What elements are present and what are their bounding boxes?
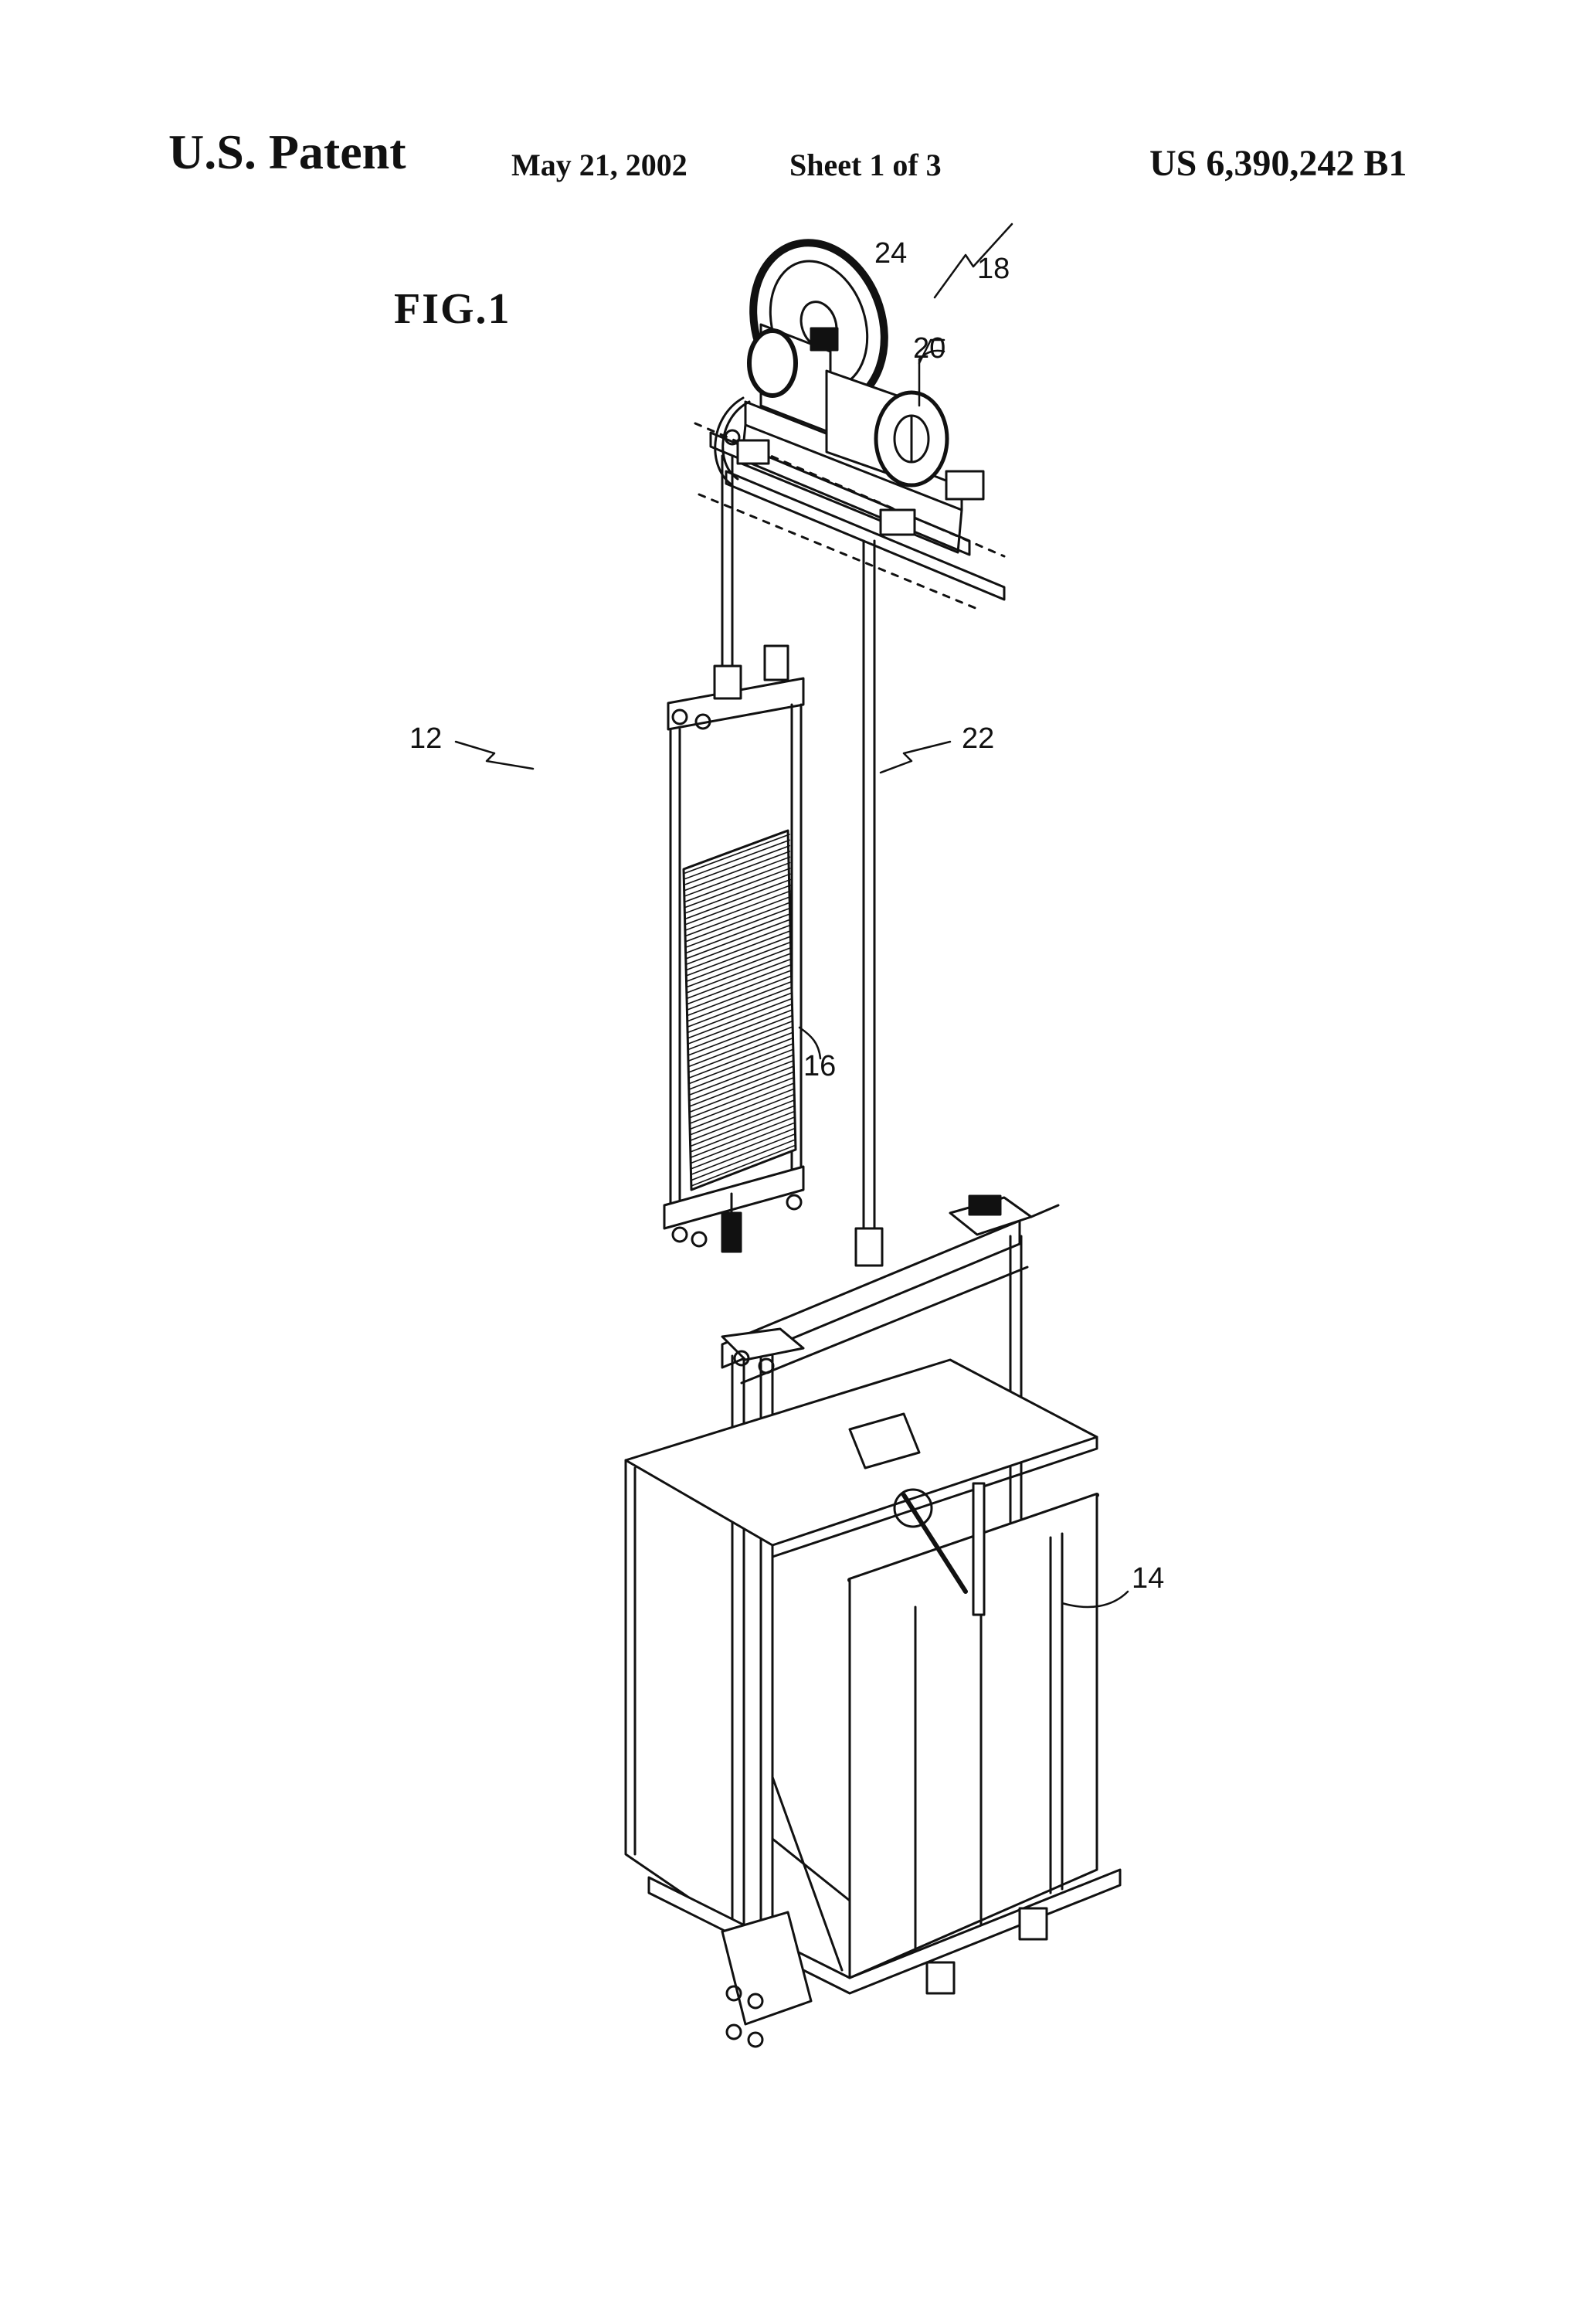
counterweight-plate-line (684, 834, 790, 874)
counterweight-plate-line (688, 1043, 793, 1085)
counterweight-plate-line (690, 1105, 795, 1147)
counterweight-plate-line (690, 1116, 795, 1158)
patent-label: U.S. Patent (168, 124, 406, 179)
counterweight-plate-line (684, 844, 791, 885)
counterweight-plate-line (687, 963, 793, 1005)
counterweight-plate-line (687, 1009, 793, 1051)
sheet-number: Sheet 1 of 3 (789, 148, 942, 182)
patent-date: May 21, 2002 (511, 148, 687, 182)
ref-20: 20 (913, 332, 945, 365)
counterweight-plate-line (691, 1139, 795, 1181)
patent-number: US 6,390,242 B1 (1149, 143, 1407, 184)
figure-title: FIG.1 (394, 285, 511, 333)
leader-lines (454, 223, 1129, 1609)
ref-24: 24 (874, 237, 907, 270)
counterweight-plate-line (688, 1031, 793, 1073)
counterweight-plate-line (685, 885, 791, 926)
counterweight-plate-line (686, 919, 792, 960)
counterweight-plate-line (687, 970, 793, 1011)
counterweight-plate-line (685, 868, 791, 908)
counterweight-plate-line (690, 1133, 795, 1176)
counterweight-plate-line (685, 895, 792, 936)
ref-18: 18 (977, 253, 1010, 285)
counterweight-plate-line (684, 861, 791, 902)
counterweight-plate-line (687, 1021, 793, 1062)
counterweight-plate-line (687, 987, 793, 1028)
counterweight-plate-line (690, 1111, 795, 1153)
counterweight-plate-line (684, 839, 790, 880)
ref-16: 16 (803, 1050, 836, 1082)
counterweight-plate-line (686, 936, 792, 977)
counterweight-plate-line (687, 975, 793, 1016)
counterweight-plate-line (690, 1122, 795, 1164)
counterweight-plate-line (688, 1026, 793, 1068)
counterweight-plate-line (686, 941, 792, 982)
ref-12: 12 (409, 722, 442, 755)
counterweight-plate-line (686, 912, 792, 953)
counterweight-plate-line (687, 1014, 793, 1056)
counterweight-plate-line (685, 878, 791, 919)
counterweight-plate-line (687, 992, 793, 1033)
counterweight-plate-line (689, 1060, 794, 1102)
counterweight-plate-line (687, 1004, 793, 1045)
counterweight-plate-line (688, 1054, 794, 1096)
counterweight-plate-line (687, 953, 793, 994)
counterweight-plate-line (688, 1048, 793, 1090)
counterweight-plate-line (687, 946, 792, 988)
counterweight-plate-line (687, 980, 793, 1022)
counterweight-plate-line (685, 890, 791, 931)
counterweight-plate-line (688, 1037, 793, 1079)
reference-numerals: 24 18 20 12 22 16 14 (409, 237, 1164, 1595)
counterweight-plate-line (689, 1077, 794, 1119)
counterweight-plate-line (686, 929, 792, 970)
ref-22: 22 (962, 722, 994, 755)
counterweight-plate-line (687, 958, 793, 999)
counterweight-plate-line (686, 907, 792, 948)
counterweight-plate-line (686, 924, 792, 965)
counterweight-plate-line (689, 1088, 794, 1130)
counterweight-plate-line (689, 1071, 794, 1113)
counterweight-plate-line (684, 851, 791, 891)
ref-14: 14 (1132, 1562, 1164, 1595)
counterweight-plate-line (690, 1128, 795, 1170)
machine-assembly (694, 239, 1006, 612)
counterweight-plates (684, 834, 795, 1187)
counterweight-plate-line (690, 1099, 794, 1141)
counterweight-plate-line (689, 1065, 794, 1107)
counterweight-plate-line (685, 902, 792, 943)
counterweight (663, 644, 805, 1253)
counterweight-plate-line (689, 1082, 794, 1124)
counterweight-plate-line (691, 1145, 795, 1187)
counterweight-plate-line (687, 997, 793, 1039)
elevator-car (624, 1194, 1122, 2048)
counterweight-plate-line (684, 856, 791, 897)
hoist-ropes (721, 454, 876, 1230)
counterweight-plate-line (689, 1094, 794, 1136)
counterweight-plate-line (685, 873, 791, 914)
